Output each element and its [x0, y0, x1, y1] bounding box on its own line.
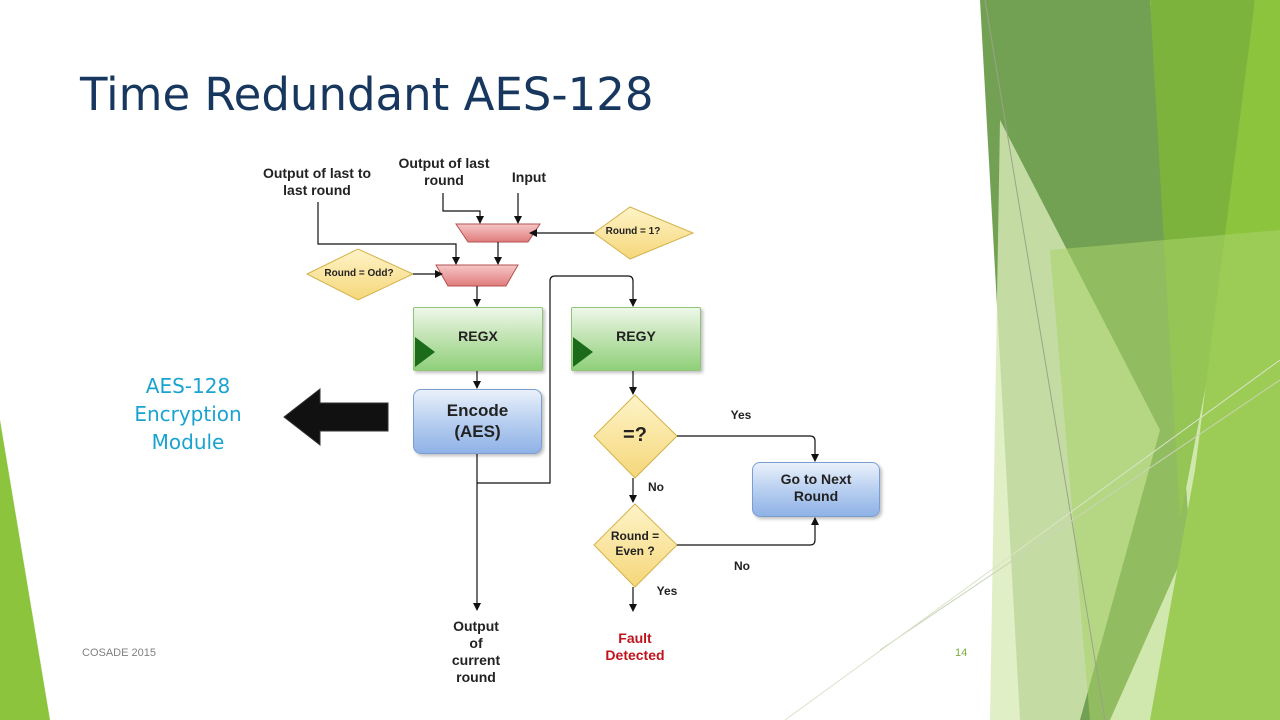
deco-line-3: [784, 359, 1280, 720]
edge-even-no: [677, 517, 819, 546]
label-output-last-round: Output of last round: [386, 155, 502, 189]
encode-text: Encode (AES): [414, 400, 541, 442]
encode-line: (AES): [454, 422, 501, 441]
deco-green-corner-left: [0, 420, 50, 720]
register-label: REGY: [616, 328, 656, 344]
mux-top: [455, 223, 541, 243]
page-number: 14: [955, 647, 968, 659]
register-regy: REGY: [571, 307, 701, 371]
output-line: round: [456, 669, 496, 685]
label-line: Output of last to: [262, 165, 372, 181]
mux-bottom: [435, 264, 519, 287]
label-output-last-to-last: Output of last to last round: [250, 165, 384, 199]
clock-triangle-icon: [573, 337, 593, 367]
clock-triangle-icon: [415, 337, 435, 367]
deco-line-2: [879, 379, 1280, 651]
edge-last-round: [442, 193, 484, 224]
next-round-line: Go to Next: [780, 471, 852, 487]
slide-title: Time Redundant AES-128: [80, 68, 654, 121]
condition-line: Round =: [610, 529, 660, 543]
register-regx: REGX: [413, 307, 543, 371]
fault-detected-label: Fault Detected: [590, 630, 680, 664]
condition-round-even: Round = Even ?: [600, 529, 670, 559]
label-input: Input: [511, 169, 547, 185]
condition-line: Even ?: [615, 544, 655, 558]
module-label: AES-128 Encryption Module: [118, 372, 258, 456]
module-label-line: Module: [151, 430, 225, 454]
fault-line: Detected: [605, 647, 665, 663]
edge-label-no-middle: No: [648, 480, 664, 494]
next-round-box: Go to Next Round: [752, 462, 880, 517]
left-arrow-icon: [283, 387, 389, 447]
encode-aes-box: Encode (AES): [413, 389, 542, 454]
next-round-line: Round: [793, 488, 839, 504]
edge-compare-yes: [677, 435, 819, 462]
encode-line: Encode: [446, 401, 509, 420]
module-label-line: AES-128: [145, 374, 231, 398]
output-line: of: [469, 635, 483, 651]
output-line: Output: [453, 618, 499, 634]
condition-round-odd: Round = Odd?: [324, 268, 394, 279]
footer-conference: COSADE 2015: [82, 647, 156, 659]
label-line: last round: [283, 182, 351, 198]
condition-compare: =?: [623, 424, 647, 446]
edge-encode-to-regy: [477, 275, 637, 484]
deco-line-1: [984, 0, 1106, 720]
output-line: current: [451, 652, 501, 668]
diamond-round-1: [593, 206, 695, 260]
edge-label-no-right: No: [734, 559, 750, 573]
output-current-round: Output of current round: [436, 618, 516, 686]
edge-label-yes-top: Yes: [730, 408, 752, 422]
next-round-text: Go to Next Round: [753, 471, 879, 505]
module-label-line: Encryption: [134, 402, 242, 426]
fault-line: Fault: [618, 630, 652, 646]
edge-last-to-last: [317, 202, 460, 265]
edge-label-yes-bottom: Yes: [656, 584, 678, 598]
label-line: round: [424, 172, 464, 188]
deco-green-panel-soft: [1050, 230, 1280, 720]
register-label: REGX: [458, 328, 498, 344]
label-line: Output of last: [398, 155, 490, 171]
condition-round-1: Round = 1?: [605, 226, 661, 237]
